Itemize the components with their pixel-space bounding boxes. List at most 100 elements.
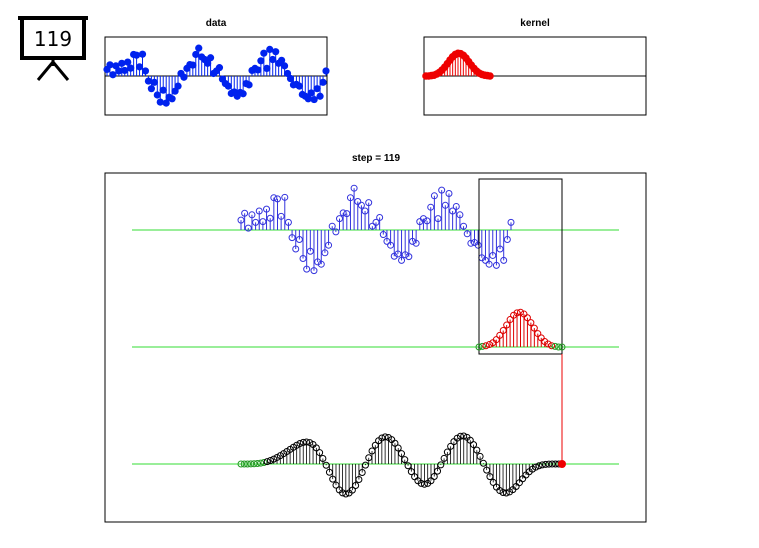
data-point: [239, 90, 247, 98]
kernel-row-point: [541, 338, 549, 346]
output-point: [545, 460, 553, 468]
signal-point: [427, 203, 435, 211]
signal-point: [252, 218, 260, 226]
output-point: [470, 441, 478, 449]
data-point: [263, 64, 271, 72]
signal-point: [467, 239, 475, 247]
data-point: [280, 62, 289, 70]
output-point: [430, 473, 438, 481]
output-point: [532, 463, 540, 471]
data-point: [310, 95, 318, 104]
signal-point: [241, 209, 249, 217]
output-point: [538, 461, 546, 469]
data-point: [260, 49, 268, 57]
data-point: [245, 81, 253, 89]
signal-point: [485, 260, 493, 268]
kernel-row-point: [537, 334, 545, 342]
output-point: [542, 460, 550, 468]
signal-point: [449, 207, 457, 215]
step-panel: step = 119: [104, 153, 647, 523]
signal-point: [306, 247, 314, 255]
signal-point: [507, 218, 515, 226]
kernel-row-point: [555, 343, 563, 351]
output-point: [437, 461, 445, 469]
signal-point: [270, 194, 278, 202]
output-point: [342, 490, 350, 498]
data-point: [124, 58, 132, 66]
signal-point: [474, 241, 482, 249]
kernel-row-point: [530, 324, 538, 332]
signal-point: [481, 256, 489, 264]
kernel-row-point: [527, 319, 535, 327]
signal-point: [390, 252, 398, 260]
data-point: [118, 59, 126, 67]
signal-point: [325, 241, 333, 249]
data-panel: data: [103, 18, 330, 116]
sliding-window: [478, 178, 563, 355]
signal-point: [248, 211, 256, 219]
step-panel-frame: [104, 172, 647, 523]
signal-point: [441, 201, 449, 209]
signal-point: [295, 236, 303, 243]
output-point: [466, 436, 474, 444]
data-point: [295, 82, 303, 90]
output-point: [460, 432, 468, 440]
data-point: [272, 48, 280, 56]
data-point: [153, 91, 161, 99]
kernel-row-point: [548, 342, 556, 350]
presentation-board-icon: 119: [18, 16, 88, 81]
output-point: [361, 461, 369, 469]
data-point: [224, 82, 232, 90]
signal-point: [266, 214, 274, 222]
signal-point: [303, 265, 311, 273]
signal-point: [372, 218, 380, 226]
signal-point: [430, 192, 438, 200]
kernel-row-point: [544, 340, 552, 348]
data-point: [215, 64, 224, 72]
signal-point: [489, 251, 497, 259]
output-point: [237, 460, 245, 468]
signal-point: [357, 201, 365, 209]
signal-point: [259, 218, 267, 226]
signal-point: [310, 267, 318, 275]
data-point: [106, 61, 114, 69]
data-point: [147, 85, 155, 93]
data-stems: [103, 44, 330, 107]
data-point: [316, 92, 324, 100]
data-point: [109, 71, 117, 79]
data-point: [307, 89, 315, 97]
output-point: [394, 444, 402, 452]
signal-point: [387, 241, 395, 249]
data-point: [141, 67, 150, 75]
data-point: [254, 66, 262, 74]
signal-point: [255, 207, 263, 215]
output-point: [391, 439, 399, 447]
output-point: [476, 452, 484, 460]
data-point: [192, 50, 200, 59]
data-point: [144, 77, 153, 85]
signal-point: [398, 256, 406, 264]
data-point: [162, 99, 170, 107]
signal-point: [339, 209, 347, 217]
data-point: [180, 73, 188, 81]
kernel-row-point: [517, 308, 524, 316]
signal-point: [368, 222, 376, 230]
signal-point: [365, 199, 373, 207]
output-point: [502, 489, 510, 497]
signal-point: [346, 194, 354, 202]
output-point: [401, 456, 409, 464]
output-point: [303, 438, 311, 446]
signal-point: [328, 222, 336, 230]
data-point: [115, 67, 123, 75]
signal-point: [492, 261, 500, 269]
signal-point: [350, 184, 358, 192]
signal-point: [277, 212, 285, 220]
signal-point: [383, 237, 391, 245]
signal-point: [299, 255, 307, 262]
data-point: [278, 56, 286, 64]
kernel-row-point: [551, 342, 559, 350]
output-point: [355, 476, 363, 484]
output-point: [352, 482, 360, 490]
kernel-row-point: [520, 310, 528, 318]
